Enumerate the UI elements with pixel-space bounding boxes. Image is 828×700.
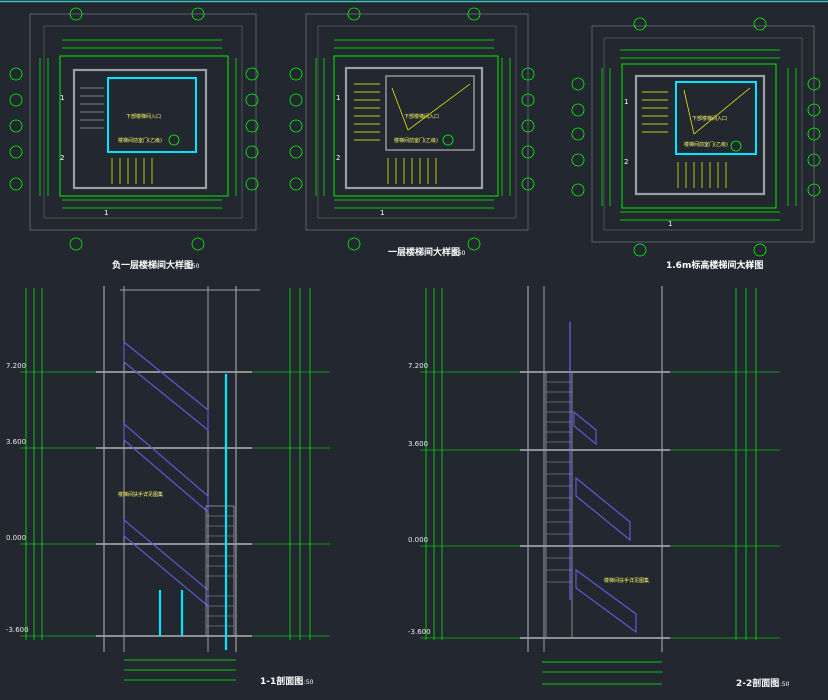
plan-room-label: 下部楼梯间入口 (404, 113, 439, 120)
plan-axis-bubbles (289, 7, 535, 251)
plan-walls (634, 74, 766, 196)
plan-grid-box (333, 55, 499, 197)
plan-title: 一层楼梯间大样图 (388, 246, 460, 258)
plan-ground-stair[interactable]: 下部楼梯间入口 楼梯间前室门(乙级) 2 1 1 一层楼梯间大样图 1:50 (289, 7, 535, 258)
plan-dimension-lines (315, 39, 511, 209)
section-title: 1-1剖面图 (260, 675, 303, 687)
plan-index-symbol (168, 134, 180, 146)
plan-note: 楼梯间前室门(乙级) (684, 141, 728, 148)
section-1-1[interactable]: 7.200 3.600 0.000 -3.600 楼梯间扶手详见图集 1-1剖面… (6, 286, 330, 687)
section-level-label: 0.000 (6, 534, 26, 542)
plan-grid-box (621, 63, 777, 209)
section-2-2[interactable]: 7.200 3.600 0.000 -3.600 楼梯间扶手详见图集 2-2剖面… (408, 286, 790, 689)
plan-mezzanine-stair[interactable]: 下部楼梯间入口 楼梯间前室门(乙级) 2 1 1 1.6m标高楼梯间大样图 1:… (571, 17, 821, 271)
section-stair-flight-plan (205, 505, 235, 637)
plan-title: 1.6m标高楼梯间大样图 (666, 259, 763, 271)
section-walls (520, 286, 670, 652)
section-walls (96, 286, 260, 652)
plan-stair-treads (80, 87, 153, 184)
section-note: 楼梯间扶手详见图集 (118, 491, 163, 498)
section-level-label: 3.600 (408, 440, 428, 448)
plan-axis-left-2: 2 (624, 158, 628, 166)
plan-stair-treads (354, 83, 471, 184)
plan-room (385, 75, 475, 151)
plan-walls (344, 66, 484, 190)
section-level-label: -3.600 (6, 626, 29, 634)
plan-axis-top-1: 1 (104, 209, 108, 217)
plan-outer-frame (591, 25, 815, 243)
plan-axis-bubbles (9, 7, 259, 251)
section-level-label: 7.200 (408, 362, 428, 370)
plan-room-label: 下部楼梯间入口 (126, 113, 161, 120)
section-scale: 1:50 (776, 681, 790, 688)
plan-axis-top-1: 1 (668, 220, 672, 228)
plan-axis-left-2: 2 (60, 154, 64, 162)
plan-room-window (107, 77, 197, 153)
section-level-label: 7.200 (6, 362, 26, 370)
plan-axis-left-1: 1 (336, 94, 340, 102)
plan-basement-stair[interactable]: 下部楼梯间入口 楼梯间前室门(乙级) 2 1 1 负一层楼梯间大样图 1:50 (9, 7, 259, 271)
plan-note: 楼梯间前室门(乙级) (118, 137, 162, 144)
plan-scale: 1:50 (740, 263, 754, 270)
section-stair-railings (573, 410, 637, 634)
section-level-label: 0.000 (408, 536, 428, 544)
plan-dimension-lines (601, 49, 797, 221)
plan-inner-frame (43, 25, 243, 219)
plan-outer-frame (305, 13, 529, 231)
plan-index-symbol (442, 134, 454, 146)
plan-title: 负一层楼梯间大样图 (112, 259, 193, 271)
plan-stair-treads (642, 87, 751, 188)
plan-inner-frame (603, 37, 803, 231)
plan-scale: 1:50 (452, 250, 466, 257)
section-title: 2-2剖面图 (736, 677, 779, 689)
plan-note: 楼梯间前室门(乙级) (394, 137, 438, 144)
plan-grid-box (59, 55, 229, 197)
plan-axis-left-2: 2 (336, 154, 340, 162)
section-level-label: 3.600 (6, 438, 26, 446)
plan-walls (72, 68, 208, 190)
section-stair-flight-plan (545, 371, 573, 639)
plan-room-label: 下部楼梯间入口 (692, 115, 727, 122)
plan-axis-left-1: 1 (60, 94, 64, 102)
plan-index-symbol (730, 140, 742, 152)
section-scale: 1:50 (300, 679, 314, 686)
plan-inner-frame (317, 25, 517, 219)
plan-axis-left-1: 1 (624, 98, 628, 106)
plan-axis-top-1: 1 (380, 209, 384, 217)
section-level-label: -3.600 (408, 628, 431, 636)
plan-axis-bubbles (571, 17, 821, 257)
plan-room-window (675, 81, 757, 155)
section-note: 楼梯间扶手详见图集 (604, 577, 649, 584)
plan-scale: 1:50 (186, 263, 200, 270)
